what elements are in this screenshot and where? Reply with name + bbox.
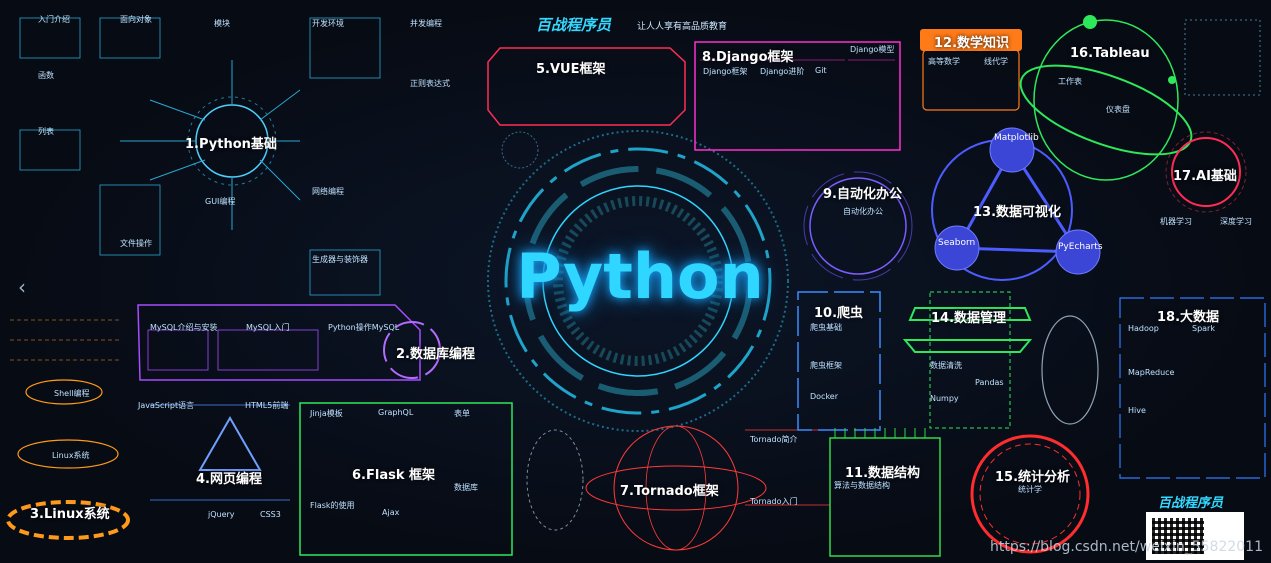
sub-django-models: Django模型 xyxy=(850,44,894,55)
module-data-structures[interactable]: 11.数据结构 xyxy=(845,462,920,481)
module-linux[interactable]: 3.Linux系统 xyxy=(30,503,110,522)
sub-javascript: JavaScript语言 xyxy=(138,400,194,411)
sub-numpy: Numpy xyxy=(930,394,959,403)
sub-dl: 深度学习 xyxy=(1220,216,1252,227)
sub-hadoop: Hadoop xyxy=(1128,324,1159,333)
module-math[interactable]: 12.数学知识 xyxy=(934,32,1009,51)
sub-jinja: Jinja模板 xyxy=(310,408,343,419)
module-crawler[interactable]: 10.爬虫 xyxy=(814,302,863,321)
sub-dev-env: 开发环境 xyxy=(312,18,344,29)
watermark-url: https://blog.csdn.net/weixin_55822011 xyxy=(990,539,1263,555)
sub-docker: Docker xyxy=(810,392,838,401)
sub-oop: 面向对象 xyxy=(120,14,152,25)
sub-shell: Shell编程 xyxy=(54,388,90,399)
module-vue[interactable]: 5.VUE框架 xyxy=(536,58,605,77)
sub-dashboard: 仪表盘 xyxy=(1106,104,1130,115)
brand-logo: 百战程序员 xyxy=(536,14,611,35)
database-frame xyxy=(138,305,440,380)
module-statistics[interactable]: 15.统计分析 xyxy=(995,466,1070,485)
sub-intro: 入门介绍 xyxy=(38,14,70,25)
sub-mapreduce: MapReduce xyxy=(1128,368,1174,377)
chevron-left-icon[interactable]: ‹ xyxy=(18,276,40,298)
sub-linux-system: Linux系统 xyxy=(52,450,90,461)
brand-slogan: 让人人享有高品质教育 xyxy=(637,19,727,32)
module-tableau[interactable]: 16.Tableau xyxy=(1070,46,1150,61)
sub-gui: GUI编程 xyxy=(205,196,235,207)
sub-generators: 生成器与装饰器 xyxy=(312,254,368,265)
sub-office: 自动化办公 xyxy=(843,206,883,217)
sub-worksheet: 工作表 xyxy=(1058,76,1082,87)
flask-frame xyxy=(300,403,583,555)
module-django[interactable]: 8.Django框架 xyxy=(702,46,794,65)
module-flask[interactable]: 6.Flask 框架 xyxy=(352,464,435,483)
sub-git: Git xyxy=(815,66,827,75)
module-office[interactable]: 9.自动化办公 xyxy=(823,183,902,202)
sub-function: 函数 xyxy=(38,70,54,81)
tableau-frame xyxy=(1010,15,1260,180)
sub-ajax: Ajax xyxy=(382,508,399,517)
sub-tornado-basics: Tornado入门 xyxy=(750,496,798,507)
module-database[interactable]: 2.数据库编程 xyxy=(396,343,475,362)
module-big-data[interactable]: 18.大数据 xyxy=(1157,306,1219,325)
sub-pandas: Pandas xyxy=(975,378,1004,387)
sub-matplotlib: Matplotlib xyxy=(994,133,1039,143)
sub-python-mysql: Python操作MySQL xyxy=(328,322,399,333)
sub-regex: 正则表达式 xyxy=(410,78,450,89)
sub-pyecharts: PyEcharts xyxy=(1058,242,1103,252)
sub-concurrency: 并发编程 xyxy=(410,18,442,29)
sub-spark: Spark xyxy=(1192,324,1215,333)
sub-hive: Hive xyxy=(1128,406,1146,415)
sub-file-ops: 文件操作 xyxy=(120,238,152,249)
sub-flask-db: 数据库 xyxy=(454,482,478,493)
sub-html5: HTML5前端 xyxy=(245,400,288,411)
sub-mysql-install: MySQL介绍与安装 xyxy=(150,322,217,333)
module-web[interactable]: 4.网页编程 xyxy=(196,468,262,487)
module-tornado[interactable]: 7.Tornado框架 xyxy=(620,480,719,499)
sub-css3: CSS3 xyxy=(260,510,281,519)
sub-tornado-intro: Tornado简介 xyxy=(750,434,798,445)
brand-logo-bottom: 百战程序员 xyxy=(1158,492,1223,511)
module-python-basics[interactable]: 1.Python基础 xyxy=(185,133,277,152)
sub-network: 网络编程 xyxy=(312,186,344,197)
sub-jquery: jQuery xyxy=(208,510,235,519)
module-data-management[interactable]: 14.数据管理 xyxy=(931,307,1006,326)
sub-data-cleaning: 数据清洗 xyxy=(930,360,962,371)
module-ai-basics[interactable]: 17.AI基础 xyxy=(1173,165,1237,184)
sub-list: 列表 xyxy=(38,126,54,137)
sub-forms: 表单 xyxy=(454,408,470,419)
sub-flask-usage: Flask的使用 xyxy=(310,500,355,511)
sub-statistics: 统计学 xyxy=(1018,484,1042,495)
sub-seaborn: Seaborn xyxy=(938,238,975,248)
center-title: Python xyxy=(510,240,770,313)
data-structures-frame xyxy=(830,428,940,556)
sub-higher-math: 高等数学 xyxy=(928,56,960,67)
sub-linear-algebra: 线代学 xyxy=(984,56,1008,67)
sub-crawler-basics: 爬虫基础 xyxy=(810,322,842,333)
sub-ml: 机器学习 xyxy=(1160,216,1192,227)
sub-module: 模块 xyxy=(214,18,230,29)
module-visualization[interactable]: 13.数据可视化 xyxy=(973,201,1061,220)
sub-graphql: GraphQL xyxy=(378,408,413,417)
sub-crawler-framework: 爬虫框架 xyxy=(810,360,842,371)
sub-django-advanced: Django进阶 xyxy=(760,66,804,77)
sub-mysql-intro: MySQL入门 xyxy=(246,322,289,333)
sub-django-framework: Django框架 xyxy=(703,66,747,77)
sub-algorithms: 算法与数据结构 xyxy=(834,480,890,491)
